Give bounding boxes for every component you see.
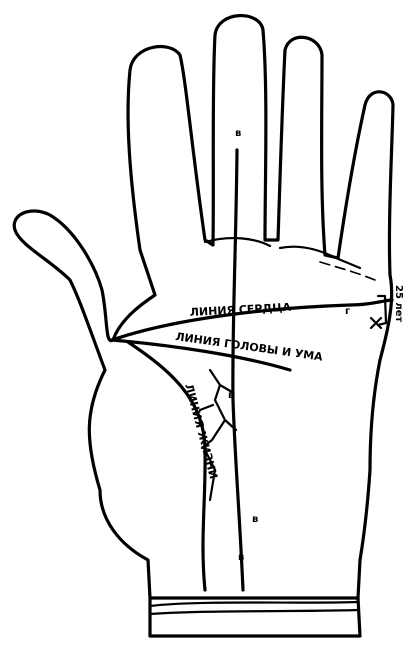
side-note-label: 25 лет <box>393 285 404 323</box>
mark-b-bottom: в <box>238 552 244 563</box>
cross-mark <box>371 318 381 328</box>
mark-g: г <box>345 306 350 317</box>
mark-b-mid: в <box>228 390 234 401</box>
finger-base-creases <box>205 238 360 268</box>
dashed-crease <box>320 262 375 280</box>
mark-b-top: в <box>235 128 241 139</box>
mark-b-low: в <box>252 514 258 525</box>
wrist-line-1 <box>150 602 358 606</box>
life-line <box>128 342 205 590</box>
wrist-line-2 <box>150 610 358 614</box>
fate-line <box>233 150 243 590</box>
heart-line-label: ЛИНИЯ СЕРДЦА <box>189 301 291 319</box>
life-line-label: ЛИНИЯ ЖИЗНИ <box>182 382 220 480</box>
